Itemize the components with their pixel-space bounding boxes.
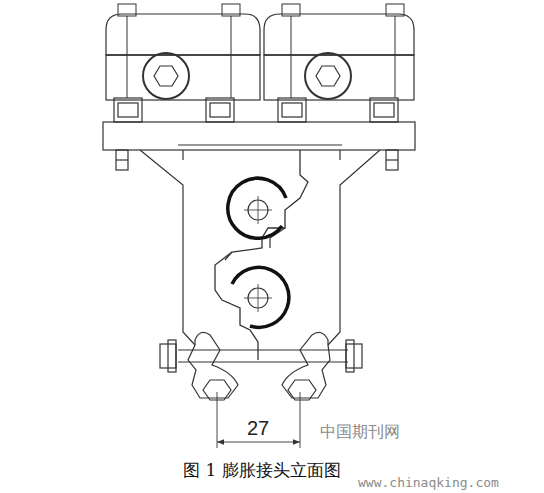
figure-caption: 图 1 膨胀接头立面图 — [183, 462, 341, 479]
watermark-url: www.chinaqking.com — [358, 476, 499, 489]
dimension-value: 27 — [245, 418, 271, 438]
watermark: 中国期刊网 — [320, 424, 400, 440]
